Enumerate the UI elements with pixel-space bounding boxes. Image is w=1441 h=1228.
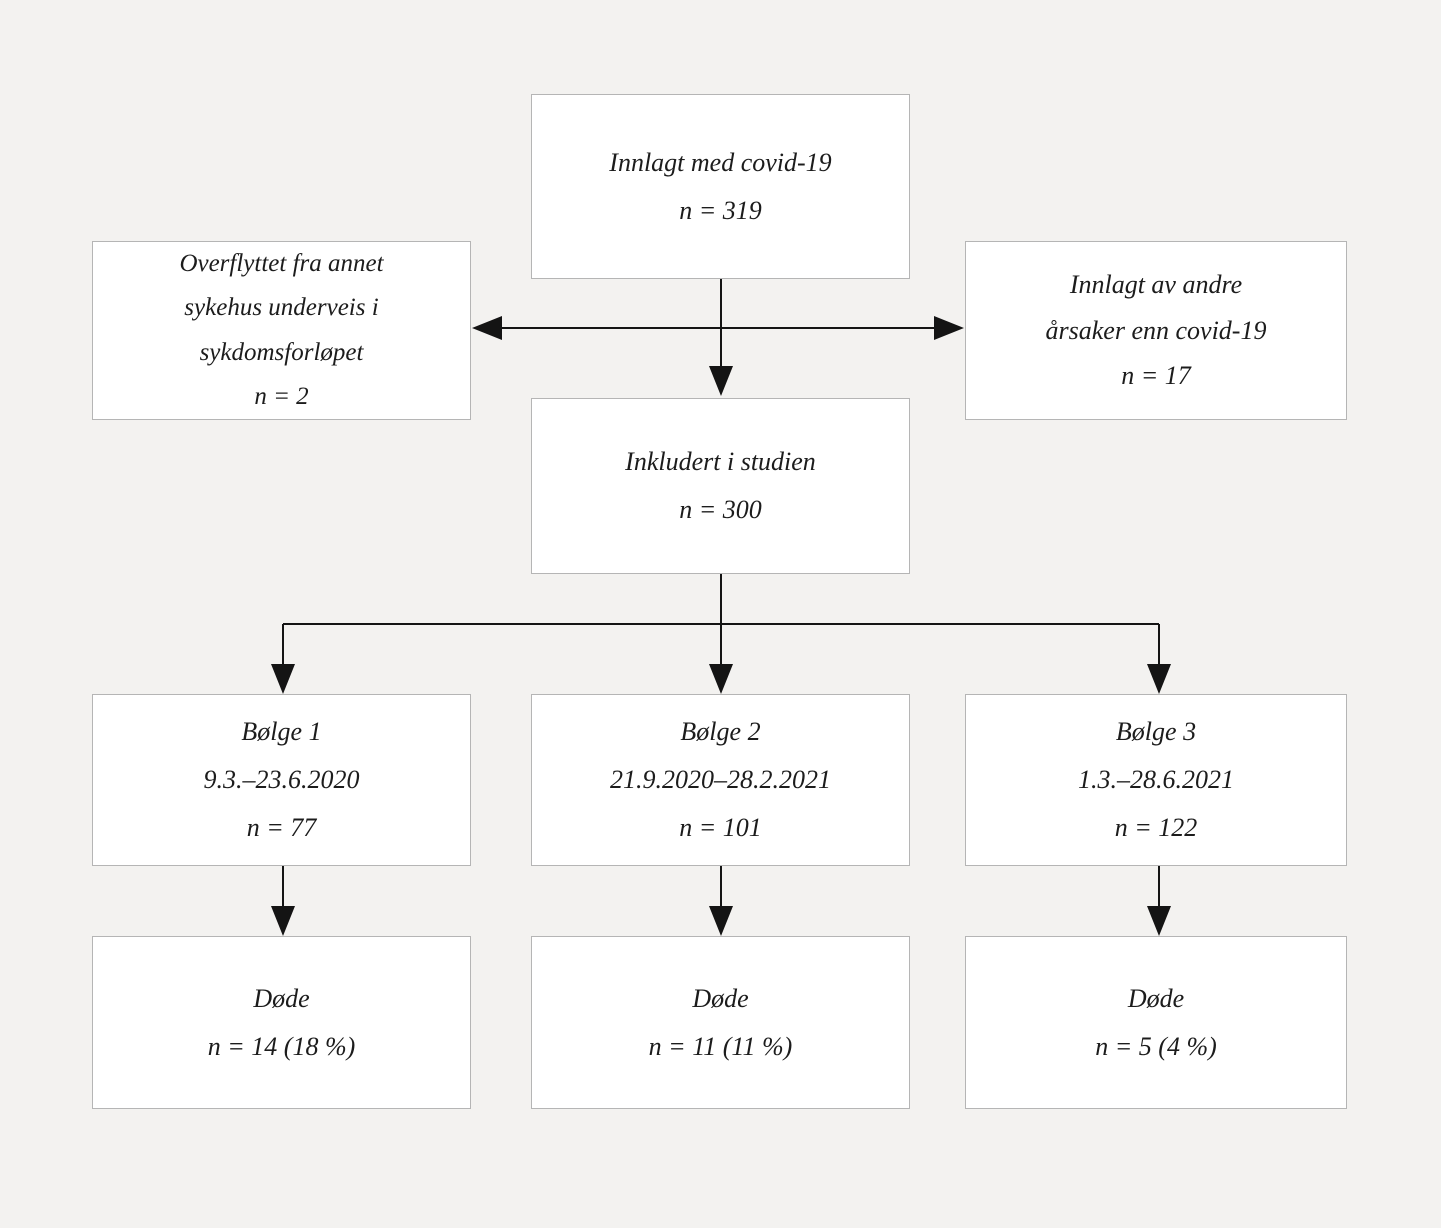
node-wave1-period: 9.3.–23.6.2020 xyxy=(203,765,360,795)
arrow-exclusions-double xyxy=(472,316,964,340)
node-wave-2: Bølge 2 21.9.2020–28.2.2021 n = 101 xyxy=(531,694,910,866)
node-dead2-count: n = 11 (11 %) xyxy=(648,1031,793,1061)
node-admitted-other-cause: Innlagt av andre årsaker enn covid-19 n … xyxy=(965,241,1347,420)
arrow-wave3-to-dead3 xyxy=(1147,866,1171,936)
node-included-title: Inkludert i studien xyxy=(625,447,816,477)
node-other-count: n = 17 xyxy=(1121,361,1191,391)
node-wave2-title: Bølge 2 xyxy=(680,717,761,747)
arrow-admitted-to-included xyxy=(709,279,733,396)
node-wave2-period: 21.9.2020–28.2.2021 xyxy=(610,765,831,795)
node-transferred-title-line2: sykehus underveis i xyxy=(184,294,379,321)
node-deaths-wave-1: Døde n = 14 (18 %) xyxy=(92,936,471,1109)
node-admitted-with-covid: Innlagt med covid-19 n = 319 xyxy=(531,94,910,279)
node-deaths-wave-2: Døde n = 11 (11 %) xyxy=(531,936,910,1109)
node-transferred-count: n = 2 xyxy=(254,383,309,410)
node-deaths-wave-3: Døde n = 5 (4 %) xyxy=(965,936,1347,1109)
node-wave-3: Bølge 3 1.3.–28.6.2021 n = 122 xyxy=(965,694,1347,866)
node-dead1-title: Døde xyxy=(253,983,310,1013)
node-admitted-count: n = 319 xyxy=(679,195,762,225)
node-included-count: n = 300 xyxy=(679,495,762,524)
node-wave1-count: n = 77 xyxy=(246,812,317,842)
node-dead3-count: n = 5 (4 %) xyxy=(1095,1031,1217,1061)
node-dead1-count: n = 14 (18 %) xyxy=(207,1031,356,1061)
node-wave3-count: n = 122 xyxy=(1114,812,1198,842)
node-included-in-study: Inkludert i studien n = 300 xyxy=(531,398,910,574)
node-transferred-from-other-hospital: Overflyttet fra annet sykehus underveis … xyxy=(92,241,471,420)
node-dead3-title: Døde xyxy=(1127,983,1185,1013)
branch-included-to-waves xyxy=(271,574,1171,694)
node-wave3-title: Bølge 3 xyxy=(1115,717,1197,747)
node-dead2-title: Døde xyxy=(692,983,749,1013)
node-admitted-title: Innlagt med covid-19 xyxy=(609,147,832,177)
node-wave2-count: n = 101 xyxy=(679,812,762,842)
arrow-wave1-to-dead1 xyxy=(271,866,295,936)
node-wave3-period: 1.3.–28.6.2021 xyxy=(1078,765,1234,795)
node-transferred-title-line1: Overflyttet fra annet xyxy=(179,249,384,277)
node-other-title-line1: Innlagt av andre xyxy=(1069,269,1243,299)
node-wave1-title: Bølge 1 xyxy=(241,717,322,747)
node-other-title-line2: årsaker enn covid-19 xyxy=(1045,315,1267,345)
arrow-wave2-to-dead2 xyxy=(709,866,733,936)
node-wave-1: Bølge 1 9.3.–23.6.2020 n = 77 xyxy=(92,694,471,866)
node-transferred-title-line3: sykdomsforløpet xyxy=(199,338,364,366)
